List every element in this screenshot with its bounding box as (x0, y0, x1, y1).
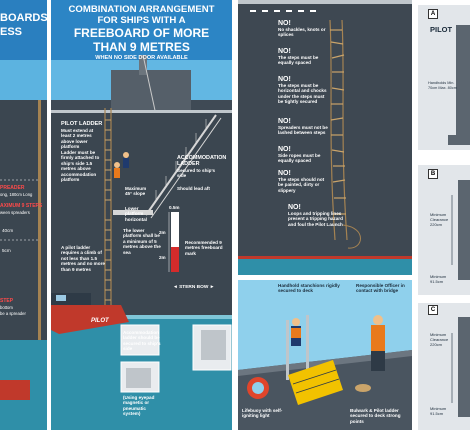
panel5-graphics (418, 5, 470, 430)
section-b-clearance: Minimum Clearance 220cm (430, 212, 449, 227)
section-a-pilot: PILOT (430, 25, 453, 34)
stern-bow-indicator: ◄ STERN BOW ► (173, 285, 215, 290)
lower-platform-text: Lower platform horizontal (125, 206, 147, 222)
pilot-ladder-heading: PILOT LADDER (61, 121, 103, 127)
panel2-title-line4: THAN 9 METRES (93, 40, 190, 54)
panel1-title-line2: ESS (0, 26, 23, 38)
fault-4-no: NO! (278, 118, 291, 125)
panel1-step-note1: bottom (0, 305, 13, 310)
panel-combination-arrangement: COMBINATION ARRANGEMENT FOR SHIPS WITH A… (51, 0, 232, 430)
section-c-minimum: Minimum 91.5cm (430, 406, 447, 416)
panel1-spreader: PREADER (0, 185, 25, 191)
panel1-step-note2: be a spreader (0, 311, 26, 316)
maximum-slope: Maximum 45° slope (125, 186, 147, 197)
accommodation-ladder-text: Secured to ship's side (177, 168, 216, 179)
fault-7-text: Loops and tripping lines present a tripp… (288, 211, 343, 227)
section-b-label: B (428, 169, 438, 179)
scale-top-label: 0.5m (169, 205, 180, 210)
fault-6: NO! The steps should not be painted, dir… (278, 170, 338, 193)
panel-ladder-faults: NO! No shackles, knots or splices NO! Th… (238, 0, 412, 275)
fault-1-no: NO! (278, 20, 291, 27)
section-c-label: C (428, 305, 438, 315)
recommended-freeboard: Recommended 9 metres freeboard mark (185, 240, 223, 256)
panel2-title-line3: FREEBOARD OF MORE (73, 26, 210, 40)
panel2-subtitle: WHEN NO SIDE DOOR AVAILABLE (95, 55, 188, 61)
should-lead-aft: Should lead aft (177, 186, 210, 191)
climb-requirement: A pilot ladder requires a climb of not l… (61, 245, 105, 272)
lower-platform-minimum: The lower platform shall be a minimum of… (123, 228, 161, 255)
panel4-graphics (238, 280, 412, 430)
panel-boarding-station: Handhold stanchions rigidly secured to d… (238, 280, 412, 430)
panel1-title-line1: BOARDS (0, 12, 47, 24)
panel-access-dimensions: A PILOT Handholds Min. 70cm Max. 80cm B … (418, 5, 470, 430)
fault-1-text: No shackles, knots or splices (278, 27, 326, 38)
bulwark-note: Bulwark & Pilot ladder secured to deck s… (350, 408, 401, 424)
section-a-handholds: Handholds Min. 70cm Max. 80cm (428, 81, 457, 90)
lifebuoy-note: Lifebuoy with self-igniting light (242, 408, 283, 419)
fault-7: NO! Loops and tripping lines present a t… (288, 204, 348, 227)
accommodation-secured-note: Accommodation ladder should be secured t… (123, 330, 161, 352)
fault-7-no: NO! (288, 204, 301, 211)
pilot-boat-label: PILOT (91, 318, 109, 324)
pilot-ladder-text: Must extend at least 2 metres above lowe… (61, 128, 94, 150)
panel3-graphics (238, 0, 412, 275)
fault-4: NO! Spreaders must not be lashed between… (278, 118, 338, 136)
panel1-graphics (0, 0, 47, 430)
fault-2: NO! The steps must be equally spaced (278, 48, 338, 66)
panel1-dim1: 40cm (2, 228, 14, 233)
scale-2m-upper: 2m (159, 230, 166, 235)
stanchions-note: Handhold stanchions rigidly secured to d… (278, 283, 340, 294)
panel1-step: STEP (0, 298, 14, 304)
panel2-title-line1: COMBINATION ARRANGEMENT (68, 4, 215, 15)
eyepad-note: (Using eyepad magnetic or pneumatic syst… (123, 395, 155, 417)
fault-3-no: NO! (278, 76, 291, 83)
panel2-graphics (51, 0, 232, 430)
fault-6-text: The steps should not be painted, dirty o… (278, 177, 325, 193)
panel2-title-line2: FOR SHIPS WITH A (97, 15, 186, 26)
section-b-minimum: Minimum 91.5cm (430, 274, 447, 284)
fault-2-no: NO! (278, 48, 291, 55)
panel1-between: ween spreaders (0, 210, 30, 215)
fault-6-no: NO! (278, 170, 291, 177)
section-a-label: A (428, 9, 438, 19)
fault-5: NO! Side ropes must be equally spaced (278, 146, 338, 164)
panel1-max-steps: AXIMUM 9 STEPS (0, 203, 43, 209)
panel1-spreader-note: ong, 180cm Long (0, 192, 33, 197)
ladder-secured-text: Ladder must be firmly attached to ship's… (61, 150, 100, 183)
fault-2-text: The steps must be equally spaced (278, 55, 319, 66)
officer-note: Responsible Officer in contact with brid… (356, 283, 405, 294)
panel1-dim2: 5cm (2, 248, 11, 253)
fault-5-no: NO! (278, 146, 291, 153)
fault-4-text: Spreaders must not be lashed between ste… (278, 125, 328, 136)
fault-3: NO! The steps must be horizontal and cho… (278, 76, 338, 105)
section-c-clearance: Minimum Clearance 220cm (430, 332, 449, 347)
fault-1: NO! No shackles, knots or splices (278, 20, 338, 38)
scale-2m-lower: 2m (159, 255, 166, 260)
accommodation-ladder-heading: ACCOMMODATION LADDER (177, 155, 227, 167)
panel-freeboard-less: BOARDS ESS PREADER ong, 180cm Long AXIMU… (0, 0, 47, 430)
fault-5-text: Side ropes must be equally spaced (278, 153, 321, 164)
fault-3-text: The steps must be horizontal and chocks … (278, 83, 327, 105)
